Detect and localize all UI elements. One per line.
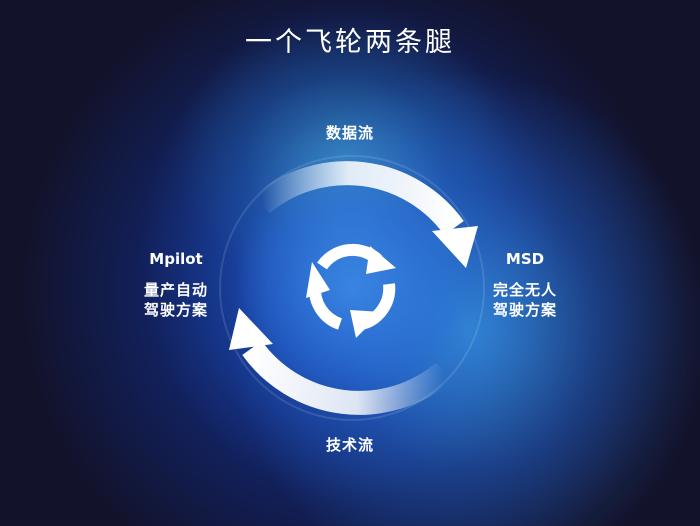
tech-flow-arrow — [229, 308, 452, 415]
mpilot-name: Mpilot — [149, 250, 203, 268]
flywheel-ring — [219, 155, 485, 421]
data-flow-arrow — [254, 161, 478, 268]
mpilot-desc-line-1: 量产自动 — [143, 281, 208, 299]
data-flow-label: 数据流 — [325, 124, 374, 142]
msd-name: MSD — [505, 250, 545, 268]
msd-desc-line-2: 驾驶方案 — [492, 301, 557, 319]
msd-desc-line-1: 完全无人 — [492, 281, 557, 299]
msd-block: MSD 完全无人 驾驶方案 — [465, 250, 585, 320]
mpilot-block: Mpilot 量产自动 驾驶方案 — [116, 250, 236, 320]
page-title: 一个飞轮两条腿 — [245, 27, 455, 58]
center-glow — [234, 170, 470, 406]
mpilot-desc-line-2: 驾驶方案 — [143, 301, 208, 319]
refresh-cycle-icon — [306, 243, 396, 338]
tech-flow-label: 技术流 — [325, 436, 374, 454]
